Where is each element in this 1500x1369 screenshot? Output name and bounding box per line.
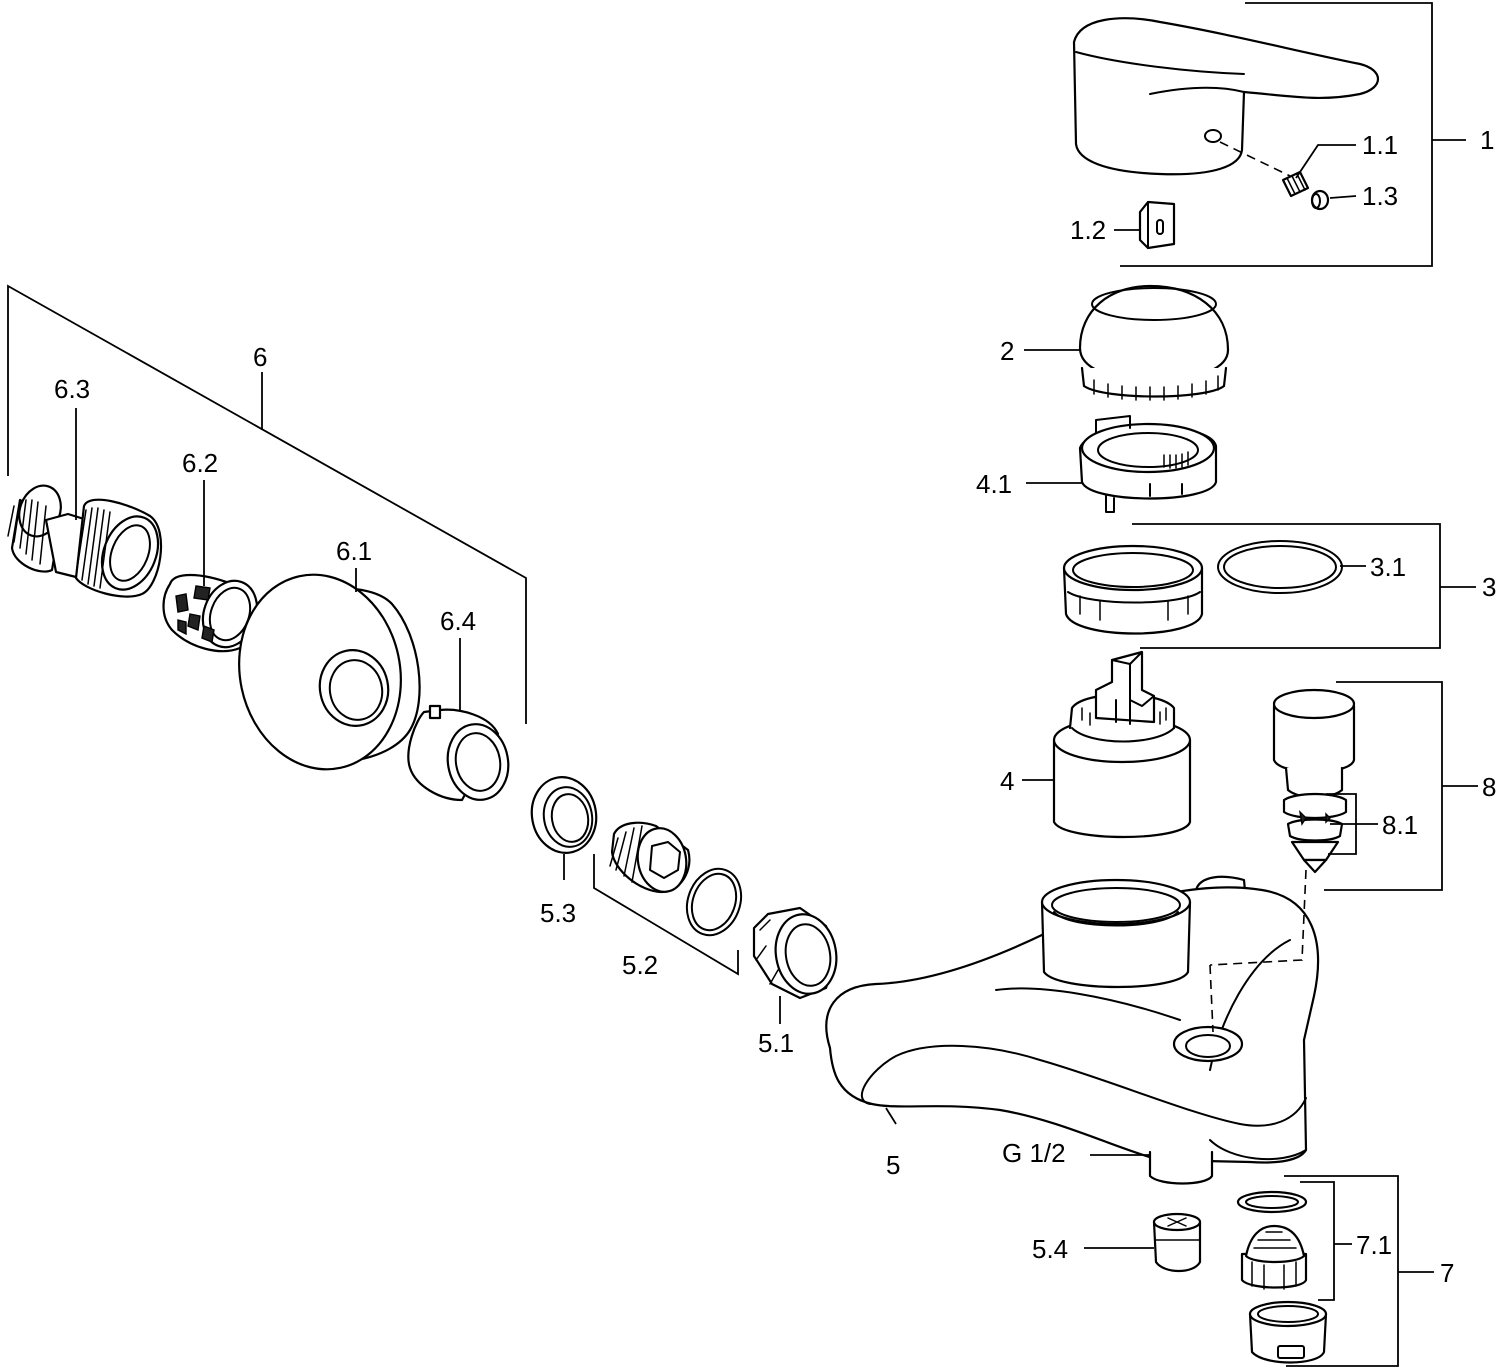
callout-3-1: 3.1 [1370,552,1406,582]
callout-5-3: 5.3 [540,898,576,928]
callout-6-2: 6.2 [182,448,218,478]
callout-labels: 1 1.1 1.3 1.2 2 4.1 3.1 3 4 8 8.1 5 G 1/… [54,125,1496,1288]
callout-4-1: 4.1 [976,469,1012,499]
callout-thread-g-1-2: G 1/2 [1002,1138,1066,1168]
part-5-3-washer [530,776,598,854]
callout-6-1: 6.1 [336,536,372,566]
callout-6-4: 6.4 [440,606,476,636]
part-4-cartridge [1052,650,1192,839]
callout-5-4: 5.4 [1032,1234,1068,1264]
part-1-lever-handle [1072,17,1379,250]
callout-1-1: 1.1 [1362,130,1398,160]
part-5-4-insert [1152,1212,1202,1273]
callout-4: 4 [1000,766,1014,796]
part-6-1-rosette [238,573,421,771]
callout-8: 8 [1482,772,1496,802]
part-3-escutcheon-nut [1062,544,1204,635]
part-6-3-connector [7,484,163,598]
callout-5: 5 [886,1150,900,1180]
callout-6-3: 6.3 [54,374,90,404]
part-5-1-nut [752,906,838,1000]
callout-8-1: 8.1 [1382,810,1418,840]
callout-6: 6 [253,342,267,372]
part-5-mixer-body [825,869,1320,1185]
callout-1: 1 [1480,125,1494,155]
part-3-1-o-ring [1217,540,1343,594]
part-7-aerator [1236,1190,1328,1364]
callout-7-1: 7.1 [1356,1230,1392,1260]
callout-1-2: 1.2 [1070,215,1106,245]
callout-3: 3 [1482,572,1496,602]
part-8-check-valve [1272,688,1356,874]
part-2-cover-cap [1078,284,1230,401]
part-4-1-stop-ring [1078,415,1218,513]
part-6-4-sleeve [407,704,510,802]
leader-lines [7,2,1478,1367]
callout-2: 2 [1000,336,1014,366]
part-5-2-o-ring [685,867,743,937]
callout-7: 7 [1440,1258,1454,1288]
callout-5-2: 5.2 [622,950,658,980]
part-5-2-s-union [609,821,691,894]
callout-5-1: 5.1 [758,1028,794,1058]
callout-1-3: 1.3 [1362,181,1398,211]
